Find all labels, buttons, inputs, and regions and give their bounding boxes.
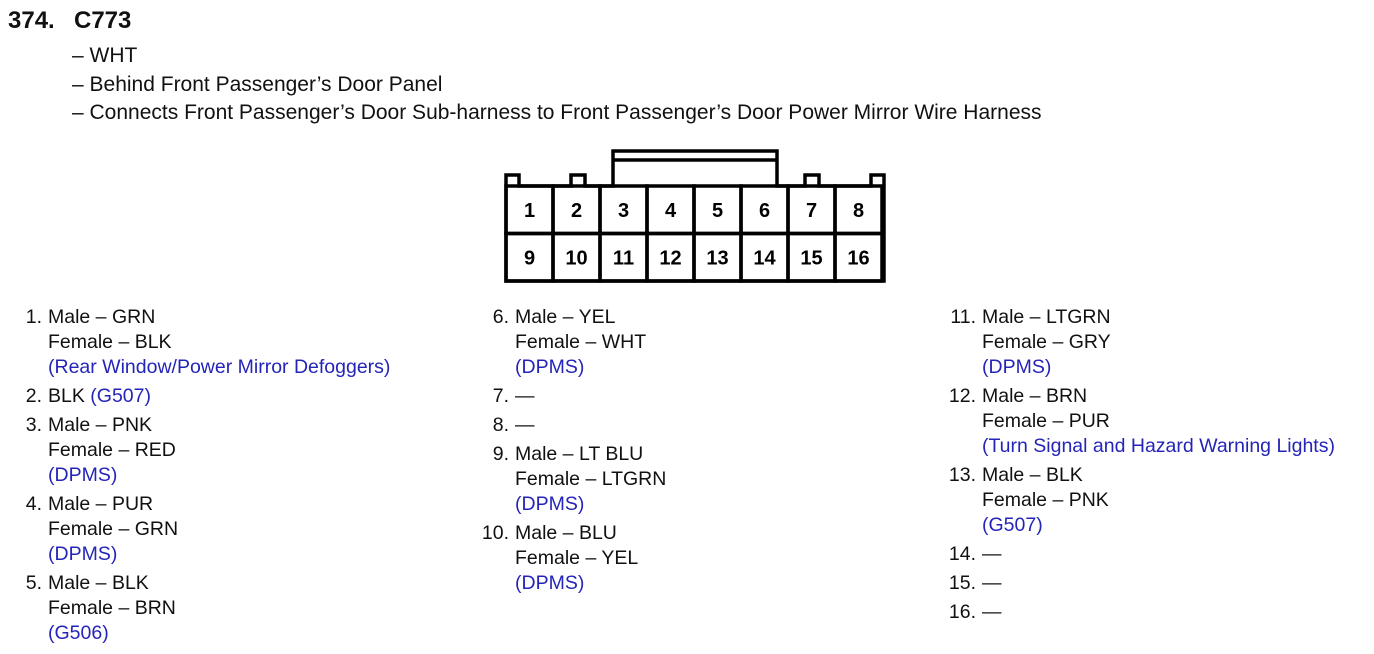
pin-female-color: Female – LTGRN [515, 468, 667, 490]
cavity-number-10: 10 [565, 247, 587, 269]
pin-number: 1. [25, 306, 42, 328]
pin-circuit-reference: (DPMS) [48, 543, 118, 565]
pin-circuit-reference: (Rear Window/Power Mirror Defoggers) [48, 356, 391, 378]
cavity-number-15: 15 [800, 247, 822, 269]
pin-wire-color: — [515, 385, 535, 407]
pin-circuit-reference: (DPMS) [515, 356, 585, 378]
cavity-number-13: 13 [706, 247, 728, 269]
pin-female-color: Female – GRN [48, 518, 179, 540]
cavity-number-4: 4 [665, 200, 677, 222]
pin-item: 10. Male – BLU Female – YEL (DPMS) [467, 521, 666, 596]
pin-wire-color: BLK [48, 385, 85, 407]
pin-wire-color: — [982, 572, 1002, 594]
pin-item: 11. Male – LTGRN Female – GRY (DPMS) [934, 305, 1335, 380]
pin-number: 16. [948, 601, 976, 623]
pin-male-color: Male – GRN [48, 306, 156, 328]
pin-number: 5. [25, 572, 42, 594]
pin-list-column-3: 11. Male – LTGRN Female – GRY (DPMS) 12. Male… [934, 305, 1335, 629]
connector-details: – WHT – Behind Front Passenger’s Door Pa… [72, 42, 1042, 128]
pin-female-color: Female – BLK [48, 331, 172, 353]
pin-female-color: Female – PUR [982, 410, 1110, 432]
pin-number: 9. [492, 443, 509, 465]
pin-number: 11. [950, 306, 976, 328]
pin-circuit-reference: (G506) [48, 622, 109, 644]
pin-circuit-reference: (DPMS) [515, 572, 585, 594]
pin-circuit-reference: (Turn Signal and Hazard Warning Lights) [982, 435, 1335, 457]
pin-number: 12. [948, 385, 976, 407]
pin-item: 3. Male – PNK Female – RED (DPMS) [0, 413, 390, 488]
pin-number: 2. [25, 385, 42, 407]
section-number: 374. [8, 7, 55, 34]
pin-wire-color: — [515, 414, 535, 436]
pin-item: 12. Male – BRN Female – PUR (Turn Signal an… [934, 384, 1335, 459]
pin-number: 3. [25, 414, 42, 436]
pin-number: 13. [948, 464, 976, 486]
pin-number: 10. [481, 522, 509, 544]
pin-circuit-reference: (G507) [90, 385, 151, 407]
cavity-number-8: 8 [853, 200, 864, 222]
cavity-number-16: 16 [847, 247, 869, 269]
pin-female-color: Female – PNK [982, 489, 1109, 511]
pin-number: 6. [492, 306, 509, 328]
pin-wire-color: — [982, 601, 1002, 623]
pin-number: 15. [948, 572, 976, 594]
pin-male-color: Male – BLK [48, 572, 149, 594]
cavity-number-14: 14 [753, 247, 776, 269]
pin-item: 14. — [934, 542, 1335, 567]
cavity-number-2: 2 [571, 200, 582, 222]
pin-female-color: Female – WHT [515, 331, 647, 353]
pin-circuit-reference: (DPMS) [515, 493, 585, 515]
connector-description-line: – Connects Front Passenger’s Door Sub-ha… [72, 101, 1042, 124]
pin-item: 8. — [467, 413, 666, 438]
page-title: 374. C773 [8, 6, 131, 36]
pin-item: 13. Male – BLK Female – PNK (G507) [934, 463, 1335, 538]
connector-id: C773 [74, 7, 132, 34]
pin-item: 15. — [934, 571, 1335, 596]
pin-circuit-reference: (DPMS) [48, 464, 118, 486]
cavity-number-3: 3 [618, 200, 629, 222]
pin-male-color: Male – LTGRN [982, 306, 1111, 328]
pin-list-column-1: 1. Male – GRN Female – BLK (Rear Window/Pow… [0, 305, 391, 650]
pin-item: 4. Male – PUR Female – GRN (DPMS) [0, 492, 390, 567]
pin-item: 16. — [934, 600, 1335, 625]
pin-item: 6. Male – YEL Female – WHT (DPMS) [467, 305, 666, 380]
pin-female-color: Female – YEL [515, 547, 639, 569]
pin-number: 4. [25, 493, 42, 515]
cavity-16 [833, 231, 884, 283]
cavity-number-7: 7 [806, 200, 817, 222]
pin-wire-color: — [982, 543, 1002, 565]
pin-circuit-reference: (DPMS) [982, 356, 1052, 378]
pin-item: 2. BLK (G507) [0, 384, 390, 409]
pin-male-color: Male – BRN [982, 385, 1088, 407]
pin-female-color: Female – RED [48, 439, 176, 461]
pin-item: 7. — [467, 384, 666, 409]
cavity-number-1: 1 [524, 200, 535, 222]
pin-male-color: Male – YEL [515, 306, 616, 328]
pin-number: 8. [492, 414, 509, 436]
pin-male-color: Male – BLU [515, 522, 617, 544]
cavity-number-9: 9 [524, 247, 535, 269]
cavity-number-6: 6 [759, 200, 770, 222]
pin-item: 9. Male – LT BLU Female – LTGRN (DPMS) [467, 442, 667, 517]
pin-male-color: Male – PNK [48, 414, 153, 436]
pin-item: 5. Male – BLK Female – BRN (G506) [0, 571, 390, 646]
pin-item: 1. Male – GRN Female – BLK (Rear Window/Pow… [0, 305, 391, 380]
pin-circuit-reference: (G507) [982, 514, 1043, 536]
cavity-number-5: 5 [712, 200, 723, 222]
cavity-number-12: 12 [659, 247, 681, 269]
pin-list-column-2: 6. Male – YEL Female – WHT (DPMS) 7. — 8. — 9. Ma… [467, 305, 666, 600]
pin-male-color: Male – LT BLU [515, 443, 644, 465]
pin-female-color: Female – GRY [982, 331, 1111, 353]
cavity-number-11: 11 [613, 247, 634, 269]
connector-location-line: – Behind Front Passenger’s Door Panel [72, 72, 443, 96]
pin-female-color: Female – BRN [48, 597, 176, 619]
pin-number: 7. [492, 385, 509, 407]
pin-male-color: Male – PUR [48, 493, 154, 515]
pin-male-color: Male – BLK [982, 464, 1083, 486]
connector-color-line: – WHT [72, 44, 138, 67]
pin-number: 14. [948, 543, 976, 565]
